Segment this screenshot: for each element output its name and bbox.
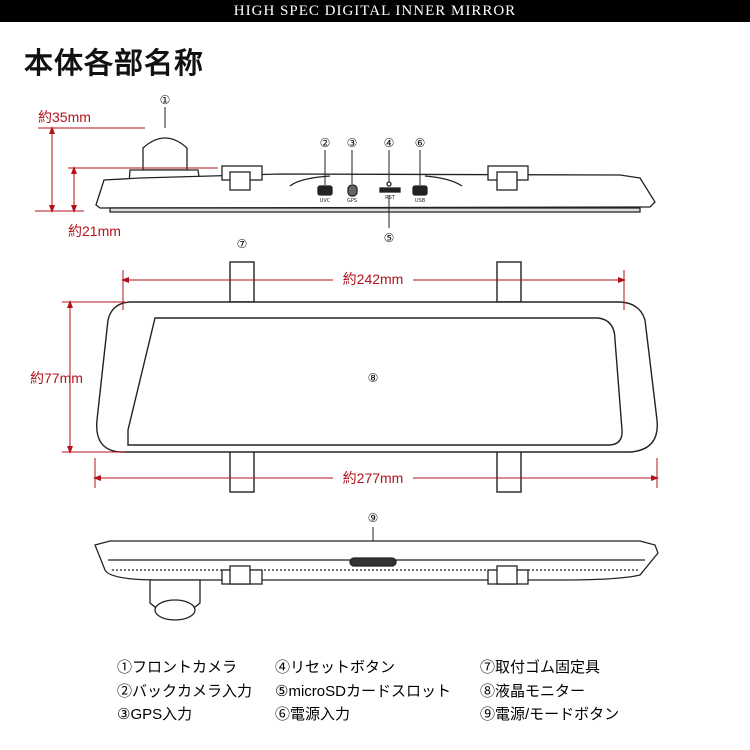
callout-7: ⑦	[237, 237, 248, 251]
camera-lens-bottom	[154, 599, 196, 621]
dim-mount-span: 約242mm	[343, 271, 404, 287]
callout-9: ⑨	[368, 511, 379, 525]
legend-item: ⑧液晶モニター	[480, 682, 586, 700]
mount-bottom-left	[229, 447, 255, 493]
legend-col-1: ①フロントカメラ ②バックカメラ入力 ③GPS入力	[117, 656, 252, 727]
legend-item: ⑦取付ゴム固定具	[480, 659, 601, 676]
callout-2: ②	[320, 136, 331, 150]
port-label: RST	[385, 195, 396, 201]
port-label: USB	[415, 198, 426, 204]
legend-item: ①フロントカメラ	[117, 659, 238, 676]
header-banner: HIGH SPEC DIGITAL INNER MIRROR	[0, 0, 750, 22]
callout-1: ①	[160, 93, 171, 107]
sd-slot	[379, 187, 401, 193]
power-mode-button	[349, 557, 397, 567]
callout-4: ④	[384, 136, 395, 150]
legend-item: ⑨電源/モードボタン	[480, 706, 620, 723]
bottom-view	[94, 540, 659, 621]
dim-camera-height: 約35mm	[38, 109, 91, 125]
gps-port	[347, 184, 358, 197]
legend-item: ⑥電源入力	[275, 706, 351, 723]
dim-body-height: 約21mm	[68, 223, 121, 239]
mount-bottom-right	[496, 447, 522, 493]
port-label: GPS	[347, 198, 357, 204]
page-title: 本体各部名称	[24, 46, 205, 80]
mount-top-left	[229, 261, 255, 303]
usb-port	[412, 185, 428, 196]
camera-lens	[142, 137, 188, 171]
dim-width: 約277mm	[343, 470, 404, 486]
reset-button	[386, 181, 392, 187]
top-body	[95, 173, 656, 209]
callout-6: ⑥	[415, 136, 426, 150]
legend-item: ③GPS入力	[117, 706, 193, 723]
dim-height: 約77mm	[30, 370, 83, 386]
uvc-port	[317, 185, 333, 196]
front-view	[96, 261, 658, 493]
legend-item: ②バックカメラ入力	[117, 682, 253, 700]
mirror-diagram: UVC GPS RST USB ① ② ③ ④ ⑤ ⑥ ⑦ ⑨ 約35mm 約2…	[30, 93, 659, 621]
top-view	[95, 137, 656, 213]
lcd-screen	[127, 317, 623, 446]
legend-col-2: ④リセットボタン ⑤microSDカードスロット ⑥電源入力	[275, 656, 451, 727]
callout-5: ⑤	[384, 231, 395, 245]
legend-col-3: ⑦取付ゴム固定具 ⑧液晶モニター ⑨電源/モードボタン	[480, 656, 619, 727]
callout-3: ③	[347, 136, 358, 150]
legend-item: ④リセットボタン	[275, 659, 396, 676]
port-label: UVC	[320, 198, 331, 204]
mount-top-right	[496, 261, 522, 303]
callout-8: ⑧	[368, 371, 379, 385]
legend-item: ⑤microSDカードスロット	[275, 682, 451, 700]
